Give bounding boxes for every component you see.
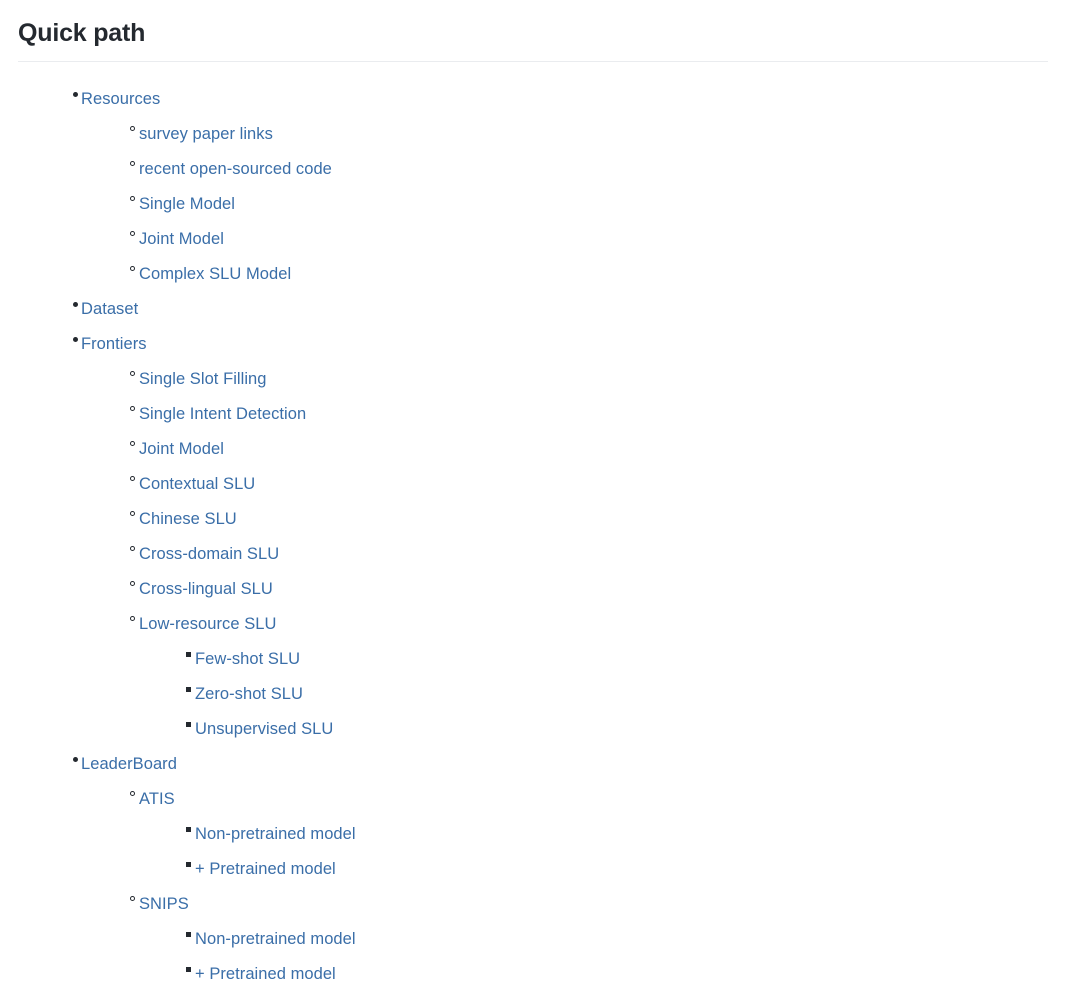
toc-row: Complex SLU Model [130, 257, 1062, 292]
title-divider [18, 61, 1048, 63]
toc-row: SNIPS [130, 887, 1062, 922]
toc-link-non-pretrained-model[interactable]: Non-pretrained model [195, 825, 356, 844]
toc-row: + Pretrained model [186, 852, 1062, 887]
toc-item-level-2: recent open-sourced code [122, 152, 1062, 187]
toc-sublist-level-3: Non-pretrained model + Pretrained model [139, 922, 1062, 992]
toc-item-level-2: Single Intent Detection [122, 397, 1062, 432]
toc-item-level-2: survey paper links [122, 117, 1062, 152]
toc-row: LeaderBoard [73, 747, 1062, 782]
toc-link-joint-model[interactable]: Joint Model [139, 230, 224, 249]
toc-item-level-2: Low-resource SLU Few-shot SLU Zero-shot SL… [122, 607, 1062, 747]
toc-item-level-3: Unsupervised SLU [179, 712, 1062, 747]
toc-link-recent-open-sourced-code[interactable]: recent open-sourced code [139, 160, 332, 179]
toc-item-level-2: Single Slot Filling [122, 362, 1062, 397]
toc-row: Chinese SLU [130, 502, 1062, 537]
toc-sublist-level-3: Non-pretrained model + Pretrained model [139, 817, 1062, 887]
toc-link-resources[interactable]: Resources [81, 90, 161, 109]
toc-item-level-2: Complex SLU Model [122, 257, 1062, 292]
toc-row: Low-resource SLU [130, 607, 1062, 642]
toc-link-low-resource-slu[interactable]: Low-resource SLU [139, 615, 277, 634]
toc-item-level-3: Few-shot SLU [179, 642, 1062, 677]
toc-link-non-pretrained-model[interactable]: Non-pretrained model [195, 930, 356, 949]
toc-link-survey-paper-links[interactable]: survey paper links [139, 125, 273, 144]
toc-item-level-2: SNIPS Non-pretrained model + Pretrained mo… [122, 887, 1062, 992]
toc-link-cross-domain-slu[interactable]: Cross-domain SLU [139, 545, 280, 564]
toc-row: Contextual SLU [130, 467, 1062, 502]
toc-sublist-level-2: ATIS Non-pretrained model + Pretrained mod… [81, 782, 1062, 992]
toc-row: Resources [73, 82, 1062, 117]
toc-link-frontiers[interactable]: Frontiers [81, 335, 147, 354]
toc-item-level-3: + Pretrained model [179, 852, 1062, 887]
toc-row: + Pretrained model [186, 957, 1062, 992]
page-title: Quick path [18, 19, 146, 47]
toc-link-single-model[interactable]: Single Model [139, 195, 235, 214]
toc-item-level-2: Contextual SLU [122, 467, 1062, 502]
toc-link-few-shot-slu[interactable]: Few-shot SLU [195, 650, 301, 669]
toc-link-unsupervised-slu[interactable]: Unsupervised SLU [195, 720, 334, 739]
toc-link-plus-pretrained-model[interactable]: + Pretrained model [195, 860, 336, 879]
toc-item-level-3: Zero-shot SLU [179, 677, 1062, 712]
toc-item-level-2: Joint Model [122, 432, 1062, 467]
toc-link-single-slot-filling[interactable]: Single Slot Filling [139, 370, 267, 389]
toc-link-plus-pretrained-model[interactable]: + Pretrained model [195, 965, 336, 984]
toc-row: Joint Model [130, 432, 1062, 467]
toc-row: Dataset [73, 292, 1062, 327]
toc-link-leaderboard[interactable]: LeaderBoard [81, 755, 177, 774]
toc-link-snips[interactable]: SNIPS [139, 895, 189, 914]
toc-row: Cross-lingual SLU [130, 572, 1062, 607]
toc-link-chinese-slu[interactable]: Chinese SLU [139, 510, 237, 529]
toc-item-level-2: Cross-domain SLU [122, 537, 1062, 572]
toc-row: Few-shot SLU [186, 642, 1062, 677]
toc-link-zero-shot-slu[interactable]: Zero-shot SLU [195, 685, 303, 704]
toc-item-level-2: Chinese SLU [122, 502, 1062, 537]
toc-row: Single Model [130, 187, 1062, 222]
toc-row: Single Slot Filling [130, 362, 1062, 397]
toc-row: Cross-domain SLU [130, 537, 1062, 572]
toc-link-cross-lingual-slu[interactable]: Cross-lingual SLU [139, 580, 273, 599]
toc-link-atis[interactable]: ATIS [139, 790, 175, 809]
toc-item-level-2: Cross-lingual SLU [122, 572, 1062, 607]
quick-path-page: Quick path Resources survey paper links re… [18, 19, 1048, 984]
toc-item-level-3: Non-pretrained model [179, 922, 1062, 957]
toc-link-complex-slu-model[interactable]: Complex SLU Model [139, 265, 292, 284]
toc-row: Non-pretrained model [186, 922, 1062, 957]
toc-item-level-1: Dataset [62, 292, 1062, 327]
toc-row: recent open-sourced code [130, 152, 1062, 187]
toc-link-dataset[interactable]: Dataset [81, 300, 139, 319]
toc-row: Frontiers [73, 327, 1062, 362]
table-of-contents: Resources survey paper links recent open-s… [18, 82, 1062, 992]
toc-item-level-2: ATIS Non-pretrained model + Pretrained mod… [122, 782, 1062, 887]
toc-row: Single Intent Detection [130, 397, 1062, 432]
toc-item-level-1: Resources survey paper links recent open-s… [62, 82, 1062, 292]
toc-link-contextual-slu[interactable]: Contextual SLU [139, 475, 256, 494]
toc-link-joint-model[interactable]: Joint Model [139, 440, 224, 459]
toc-item-level-3: + Pretrained model [179, 957, 1062, 992]
toc-sublist-level-3: Few-shot SLU Zero-shot SLU Unsupervised SL… [139, 642, 1062, 747]
toc-row: ATIS [130, 782, 1062, 817]
toc-item-level-2: Joint Model [122, 222, 1062, 257]
toc-row: Non-pretrained model [186, 817, 1062, 852]
toc-row: Unsupervised SLU [186, 712, 1062, 747]
toc-sublist-level-2: survey paper links recent open-sourced co… [81, 117, 1062, 292]
toc-item-level-3: Non-pretrained model [179, 817, 1062, 852]
toc-row: Zero-shot SLU [186, 677, 1062, 712]
toc-link-single-intent-detection[interactable]: Single Intent Detection [139, 405, 307, 424]
toc-row: Joint Model [130, 222, 1062, 257]
toc-item-level-2: Single Model [122, 187, 1062, 222]
toc-row: survey paper links [130, 117, 1062, 152]
